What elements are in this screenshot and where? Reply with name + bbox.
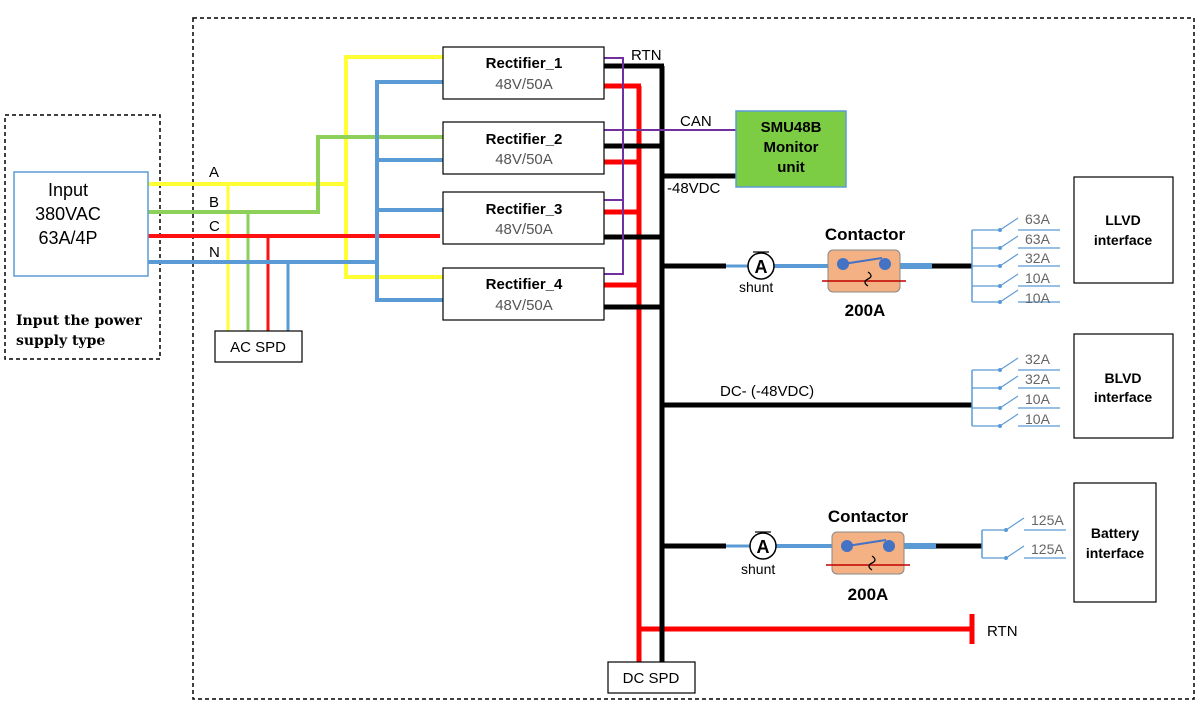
rectifier-2-name: Rectifier_2	[486, 131, 563, 148]
blvd-breaker-1	[972, 357, 1060, 372]
rtn-top-label: RTN	[631, 47, 662, 64]
input-title: Input	[48, 180, 88, 200]
monitor-line2: Monitor	[764, 139, 819, 156]
blvd-breaker-3	[972, 395, 1060, 410]
dc-wiring	[604, 63, 982, 662]
rectifier-4: Rectifier_4 48V/50A	[442, 267, 605, 321]
dc-spd-label: DC SPD	[623, 670, 680, 687]
monitor-line1: SMU48B	[761, 119, 822, 136]
rectifier-1: Rectifier_1 48V/50A	[442, 46, 605, 100]
llvd-breaker-group	[971, 217, 1060, 304]
contactor-top	[822, 249, 906, 293]
blvd-line2: interface	[1094, 389, 1153, 405]
input-note-line1: Input the power	[16, 313, 143, 329]
dc-bus-label: DC- (-48VDC)	[720, 383, 814, 400]
contactor-top-rating: 200A	[845, 301, 886, 320]
llvd-breaker-3-rating: 32A	[1025, 250, 1051, 266]
contactor-bottom-title: Contactor	[828, 507, 909, 526]
neg48vdc-label: -48VDC	[667, 180, 721, 197]
shunt-top-label: shunt	[739, 279, 773, 295]
input-voltage: 380VAC	[35, 204, 101, 224]
llvd-breaker-2-rating: 63A	[1025, 231, 1051, 247]
llvd-breaker-5	[972, 289, 1060, 304]
phase-b-label: B	[209, 194, 219, 211]
can-bus-wiring	[604, 57, 736, 275]
rectifier-4-rating: 48V/50A	[495, 297, 553, 314]
llvd-breaker-4-rating: 10A	[1025, 270, 1051, 286]
llvd-breaker-2	[972, 235, 1060, 250]
rectifier-2: Rectifier_2 48V/50A	[442, 121, 605, 175]
phase-c-label: C	[209, 218, 220, 235]
ac-spd-label: AC SPD	[230, 339, 286, 356]
contactor-bottom-rating: 200A	[848, 585, 889, 604]
blvd-line1: BLVD	[1104, 370, 1141, 386]
shunt-bottom: A	[749, 531, 777, 560]
llvd-line1: LLVD	[1105, 212, 1141, 228]
monitor-line3: unit	[777, 159, 805, 176]
shunt-bottom-label: shunt	[741, 561, 775, 577]
input-breaker: 63A/4P	[38, 228, 97, 248]
contactor-top-title: Contactor	[825, 225, 906, 244]
ac-wiring	[148, 55, 443, 331]
contactor-bottom	[826, 531, 910, 575]
battery-breaker-2-rating: 125A	[1031, 541, 1064, 557]
input-note-line2: supply type	[16, 333, 105, 349]
llvd-breaker-1-rating: 63A	[1025, 211, 1051, 227]
shunt-top: A	[747, 251, 775, 280]
blvd-interface-box	[1073, 333, 1174, 439]
rectifier-1-name: Rectifier_1	[486, 55, 563, 72]
battery-interface-box	[1073, 482, 1157, 603]
input-box	[13, 171, 149, 277]
phase-a-label: A	[209, 164, 219, 181]
rectifier-2-rating: 48V/50A	[495, 151, 553, 168]
blvd-breaker-2	[972, 375, 1060, 390]
monitor-unit-box	[735, 110, 847, 188]
can-label: CAN	[680, 113, 712, 130]
blvd-breaker-2-rating: 32A	[1025, 371, 1051, 387]
rectifier-4-name: Rectifier_4	[486, 276, 563, 293]
phase-n-label: N	[209, 244, 220, 261]
llvd-interface-box	[1073, 176, 1174, 284]
blvd-breaker-group	[971, 357, 1060, 428]
ammeter-icon: A	[757, 537, 770, 557]
blvd-breaker-3-rating: 10A	[1025, 391, 1051, 407]
blvd-breaker-1-rating: 32A	[1025, 351, 1051, 367]
battery-line1: Battery	[1091, 525, 1139, 541]
rectifier-3-rating: 48V/50A	[495, 221, 553, 238]
rectifier-3: Rectifier_3 48V/50A	[442, 191, 605, 245]
rtn-bottom-label: RTN	[987, 623, 1018, 640]
system-boundary	[192, 17, 1195, 700]
battery-breaker-group	[981, 517, 1066, 560]
battery-breaker-2	[982, 545, 1066, 560]
blvd-breaker-4-rating: 10A	[1025, 411, 1051, 427]
battery-line2: interface	[1086, 545, 1145, 561]
battery-breaker-1	[982, 517, 1066, 532]
battery-breaker-1-rating: 125A	[1031, 512, 1064, 528]
rectifier-3-name: Rectifier_3	[486, 201, 563, 218]
rectifier-1-rating: 48V/50A	[495, 76, 553, 93]
llvd-breaker-3	[972, 253, 1060, 268]
llvd-breaker-4	[972, 273, 1060, 288]
llvd-breaker-5-rating: 10A	[1025, 290, 1051, 306]
dc-spd-box	[607, 661, 696, 694]
llvd-line2: interface	[1094, 232, 1153, 248]
ac-spd-box	[214, 330, 303, 363]
ammeter-icon: A	[755, 257, 768, 277]
blvd-breaker-4	[972, 413, 1060, 428]
llvd-breaker-1	[972, 217, 1060, 232]
